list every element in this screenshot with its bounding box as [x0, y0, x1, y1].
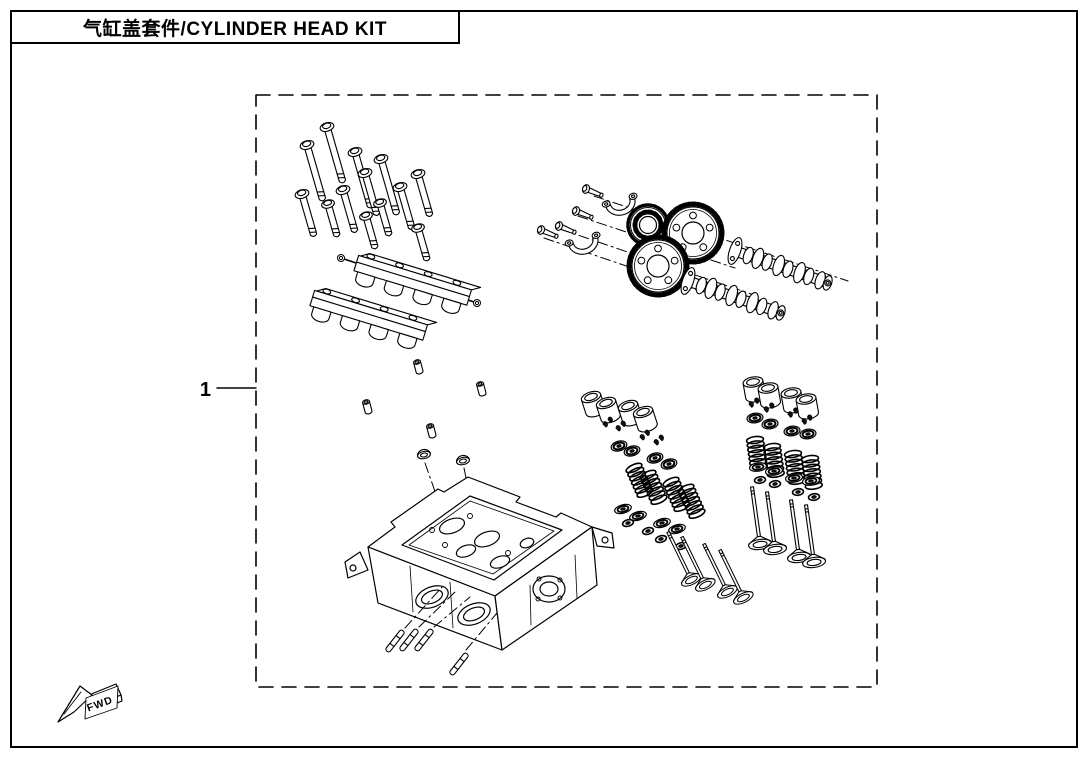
head-studs: [384, 585, 498, 677]
head-bolt-set: [293, 120, 438, 264]
kit-boundary-dashed-box: [255, 94, 878, 688]
cylinder-head: [344, 476, 615, 651]
valve-set-left: [579, 388, 756, 608]
page-title: 气缸盖套件/CYLINDER HEAD KIT: [83, 18, 387, 40]
page-border: [10, 10, 1078, 748]
callout-number: 1: [200, 379, 211, 401]
valve-set-right: [740, 374, 827, 570]
camshaft-holder-assembly: [305, 250, 482, 356]
callout-1: 1: [200, 379, 257, 401]
camshaft-assembly: [535, 183, 849, 328]
title-box: 气缸盖套件/CYLINDER HEAD KIT: [10, 10, 460, 44]
dowel-pins: [361, 358, 488, 440]
fwd-arrow-front-face: [84, 685, 119, 720]
fwd-indicator: FWD: [57, 683, 123, 723]
fwd-arrow-head: [57, 685, 93, 723]
